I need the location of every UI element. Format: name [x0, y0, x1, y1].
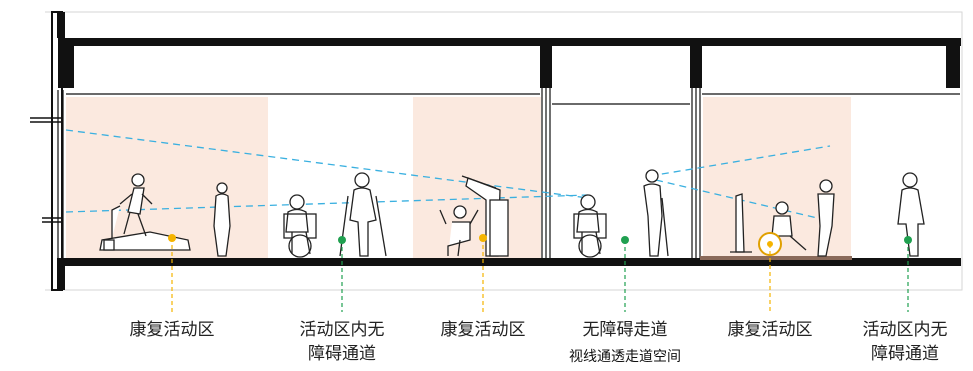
- zone-marker-1: [168, 234, 176, 242]
- zone-label-2-line1: 活动区内无: [299, 320, 385, 340]
- middle-beam-1: [540, 46, 552, 88]
- cane-walker-figure: [643, 169, 669, 257]
- wheelchair-user-figure-2: [573, 194, 607, 258]
- rehab-zone-fill-1: [66, 97, 268, 260]
- sightline-1: [65, 129, 589, 199]
- standing-person-figure: [213, 182, 231, 257]
- corridor-partition-left: [541, 88, 551, 258]
- crutch-user-figure: [339, 172, 387, 257]
- zone-marker-5: [767, 241, 773, 247]
- middle-beam-2: [690, 46, 702, 88]
- zone-label-1: 康复活动区: [129, 320, 215, 340]
- left-beam: [58, 46, 74, 88]
- left-wall-block-bottom: [57, 258, 65, 290]
- standing-person-figure-right: [897, 172, 925, 257]
- zone-label-4: 无障碍走道: [582, 320, 668, 340]
- floor-slab: [58, 258, 961, 266]
- rehab-zone-fill-2: [413, 97, 541, 260]
- wheelchair-user-figure-3: [758, 201, 807, 256]
- ceiling-slab: [58, 38, 961, 46]
- zone-marker-3: [479, 234, 487, 242]
- zone-label-6-line2: 障碍通道: [871, 344, 939, 364]
- zone-marker-2: [338, 236, 346, 244]
- zone-label-3: 康复活动区: [440, 320, 526, 340]
- outer-frame-outline: [45, 11, 963, 291]
- rehab-equipment-figure: [730, 193, 752, 253]
- left-wall-block-top: [57, 12, 65, 38]
- zone-markers: [168, 234, 912, 312]
- zone-marker-4: [621, 236, 629, 244]
- right-beam: [946, 46, 960, 88]
- zone-label-6-line1: 活动区内无: [862, 320, 948, 340]
- zone-label-4-sub: 视线通透走道空间: [569, 349, 681, 365]
- floor-rug: [700, 256, 852, 260]
- zone-marker-6: [904, 236, 912, 244]
- sightline-3: [649, 145, 831, 177]
- zone-label-5: 康复活动区: [727, 320, 813, 340]
- corridor-partition-right: [691, 88, 701, 258]
- zone-label-2-line2: 障碍通道: [308, 344, 376, 364]
- gym-machine-figure: [439, 175, 509, 257]
- therapist-figure: [817, 179, 835, 257]
- wheelchair-user-figure-1: [283, 194, 317, 258]
- sightline-2: [65, 194, 589, 213]
